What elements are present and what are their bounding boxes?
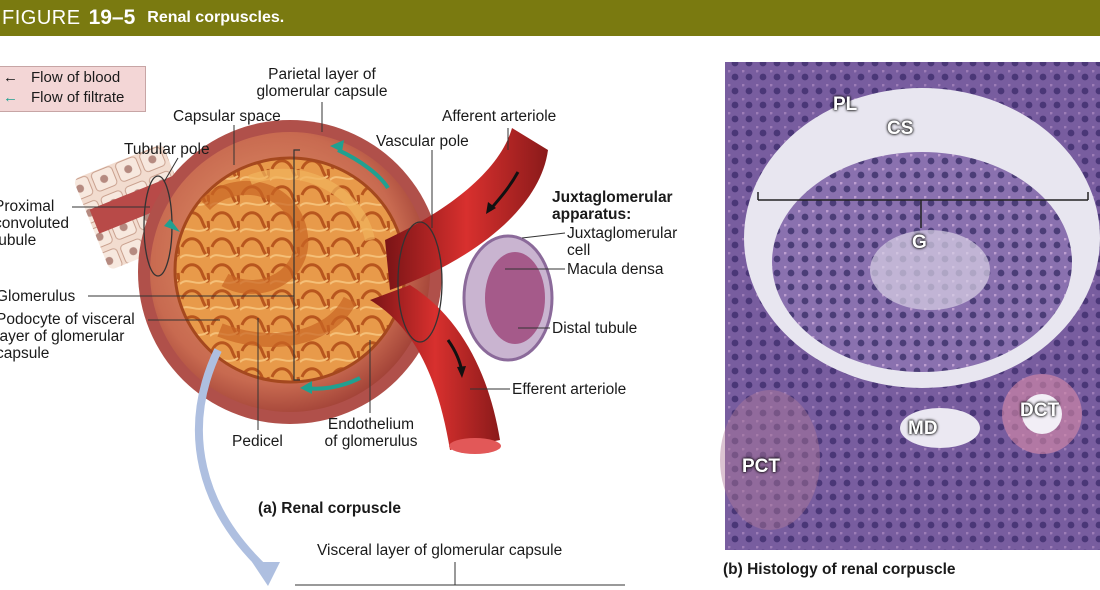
figure-title: Renal corpuscles. [147, 9, 285, 26]
label-distal-tubule: Distal tubule [552, 320, 638, 337]
efferent-arteriole-shape [370, 285, 500, 450]
macula-densa-histo [900, 408, 980, 448]
label-efferent-arteriole: Efferent arteriole [512, 381, 627, 398]
label-visceral-layer: Visceral layer of glomerular capsule [317, 542, 563, 559]
legend-filtrate-label: Flow of filtrate [31, 89, 125, 106]
caption-histology: (b) Histology of renal corpuscle [723, 561, 956, 578]
histo-label-pct: PCT [742, 456, 780, 477]
label-proximal-tubule: Proximalconvolutedtubule [0, 198, 69, 249]
histo-label-dct: DCT [1020, 400, 1060, 421]
figure-number: 19–5 [88, 6, 136, 29]
figure-word: FIGURE [2, 6, 81, 29]
histo-label-md: MD [908, 418, 938, 439]
histology-micrograph [720, 62, 1100, 550]
afferent-arteriole-shape [385, 128, 548, 290]
legend-blood-label: Flow of blood [31, 69, 121, 86]
histo-label-g: G [912, 232, 927, 253]
label-vascular-pole: Vascular pole [376, 133, 469, 150]
histo-label-cs: CS [887, 118, 914, 139]
left-arrow-icon: ← [3, 69, 18, 86]
histo-label-pl: PL [833, 94, 858, 115]
label-pedicel: Pedicel [232, 433, 283, 450]
distal-tubule-lumen [485, 252, 545, 344]
label-macula-densa: Macula densa [567, 261, 664, 278]
label-tubular-pole: Tubular pole [124, 141, 210, 158]
label-capsular-space: Capsular space [173, 108, 281, 125]
label-glomerulus: Glomerulus [0, 288, 76, 305]
left-arrow-icon: ← [3, 89, 18, 106]
caption-renal-corpuscle: (a) Renal corpuscle [258, 500, 401, 517]
legend-filtrate: ← Flow of filtrate [3, 88, 124, 108]
flow-legend: ← Flow of blood ← Flow of filtrate [0, 66, 146, 112]
label-afferent-arteriole: Afferent arteriole [442, 108, 557, 125]
legend-blood: ← Flow of blood [3, 68, 120, 88]
figure-header: FIGURE 19–5 Renal corpuscles. [0, 0, 1100, 36]
